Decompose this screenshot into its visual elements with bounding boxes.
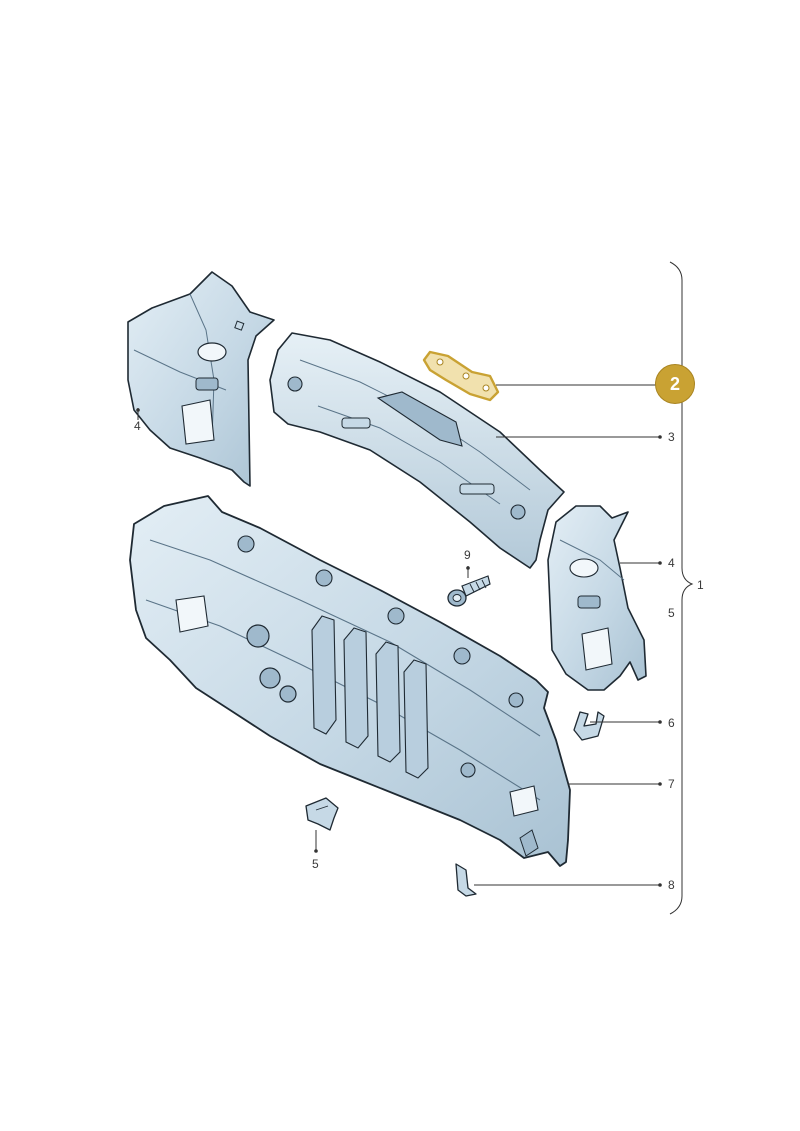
part-number-clip: 6 <box>668 716 675 730</box>
leader-dots <box>136 408 662 887</box>
part-number-main-panel: 7 <box>668 777 675 791</box>
part-number-group-bracket: 5 <box>668 606 675 620</box>
part-number-left-side-member: 4 <box>134 419 141 433</box>
part-number-lower-bracket-right: 8 <box>668 878 675 892</box>
left-side-member <box>127 271 275 487</box>
part-number-group: 1 <box>697 578 704 592</box>
main-rear-panel <box>129 495 571 867</box>
clip <box>573 711 605 741</box>
reinforcement-plate-highlight <box>422 350 500 402</box>
leader-lines <box>137 261 694 915</box>
part-number-rear-panel: 3 <box>668 430 675 444</box>
group-bracket <box>669 261 694 915</box>
right-side-member <box>547 505 647 691</box>
callout-badge[interactable]: 2 <box>655 364 695 404</box>
part-number-screw: 9 <box>464 548 471 562</box>
part-number-lower-bracket: 5 <box>312 857 319 871</box>
rear-cross-panel <box>269 332 565 569</box>
screw <box>447 575 491 607</box>
part-number-right-side-member: 4 <box>668 556 675 570</box>
lower-bracket-right <box>455 863 477 897</box>
lower-bracket <box>305 797 339 831</box>
